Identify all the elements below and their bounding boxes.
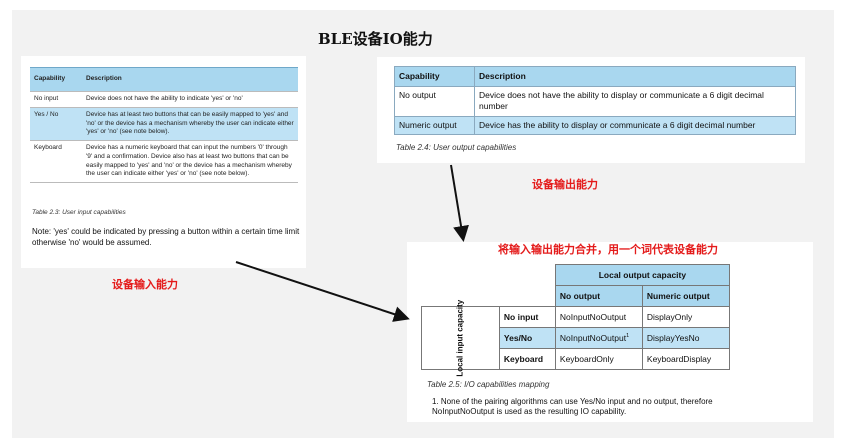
mapping-cell: KeyboardDisplay	[641, 348, 730, 370]
table-header: Description	[82, 67, 298, 92]
column-header: No output	[554, 285, 643, 307]
table-row: Yes/No NoInputNoOutput1 DisplayYesNo	[422, 327, 730, 349]
table-header: Capability	[394, 66, 475, 87]
column-header: Numeric output	[641, 285, 730, 307]
mapping-cell: DisplayYesNo	[641, 327, 730, 349]
table-row: Keyboard Device has a numeric keyboard t…	[30, 140, 298, 184]
output-annotation: 设备输出能力	[532, 178, 598, 191]
io-mapping-table: Local output capacity No output Numeric …	[421, 264, 730, 376]
description-cell: Device has the ability to display or com…	[474, 116, 796, 136]
table-caption: Table 2.5: I/O capabilities mapping	[427, 380, 550, 389]
row-label: Keyboard	[498, 348, 556, 370]
table-row: Yes / No Device has at least two buttons…	[30, 107, 298, 142]
mapping-cell: NoInputNoOutput1	[554, 327, 643, 349]
input-capabilities-panel: Capability Description No input Device d…	[21, 56, 306, 268]
table-row: No input Device does not have the abilit…	[30, 91, 298, 108]
mapping-cell: DisplayOnly	[641, 306, 730, 328]
row-label: No input	[498, 306, 556, 328]
merge-annotation: 将输入输出能力合并，用一个词代表设备能力	[498, 243, 718, 256]
table-row: Numeric output Device has the ability to…	[394, 116, 796, 136]
capability-cell: Numeric output	[394, 116, 475, 136]
capability-cell: No input	[30, 91, 82, 108]
output-capabilities-panel: Capability Description No output Device …	[377, 57, 805, 163]
input-capabilities-table: Capability Description No input Device d…	[30, 67, 298, 184]
capability-cell: Yes / No	[30, 107, 82, 142]
empty-corner	[422, 286, 556, 307]
description-cell: Device does not have the ability to disp…	[474, 86, 796, 117]
capability-cell: No output	[394, 86, 475, 117]
description-cell: Device has a numeric keyboard that can i…	[82, 140, 298, 184]
table-caption: Table 2.4: User output capabilities	[396, 143, 517, 152]
table-header: Description	[474, 66, 796, 87]
table-row: Local input capacity No input NoInputNoO…	[421, 300, 730, 376]
table-caption: Table 2.3: User input capabilities	[32, 209, 126, 216]
input-annotation: 设备输入能力	[112, 278, 178, 291]
page-title: BLE设备IO能力	[318, 30, 433, 48]
mapping-cell: NoInputNoOutput	[554, 306, 643, 328]
footnote-marker: 1	[626, 333, 630, 340]
input-capacity-header: Local input capacity	[421, 300, 500, 376]
description-cell: Device does not have the ability to indi…	[82, 91, 298, 108]
table-row: Keyboard KeyboardOnly KeyboardDisplay	[422, 348, 730, 370]
mapping-footnote: 1. None of the pairing algorithms can us…	[432, 397, 713, 417]
row-label: Yes/No	[498, 327, 556, 349]
empty-corner	[422, 265, 556, 286]
table-row: No output Device does not have the abili…	[394, 86, 796, 117]
input-note: Note: 'yes' could be indicated by pressi…	[32, 227, 300, 248]
mapping-cell: KeyboardOnly	[554, 348, 643, 370]
capability-cell: Keyboard	[30, 140, 82, 184]
table-header: Capability	[30, 67, 82, 92]
output-capabilities-table: Capability Description No output Device …	[394, 66, 796, 136]
description-cell: Device has at least two buttons that can…	[82, 107, 298, 142]
io-mapping-panel: Local output capacity No output Numeric …	[407, 242, 813, 422]
output-capacity-header: Local output capacity	[554, 264, 730, 286]
